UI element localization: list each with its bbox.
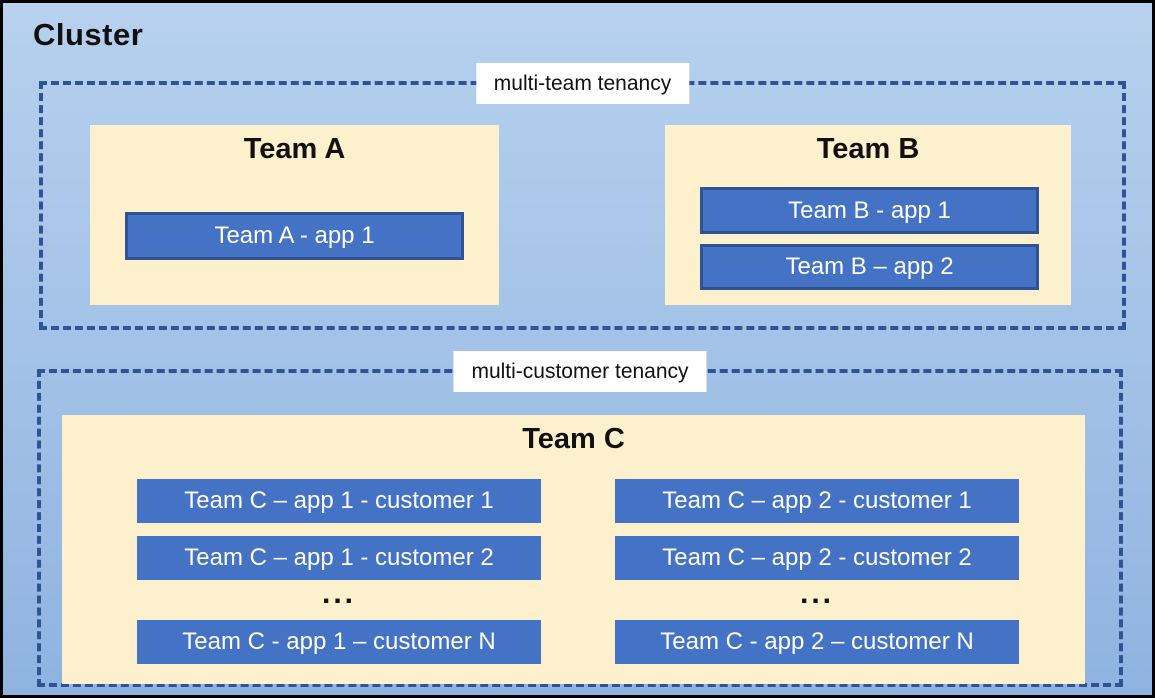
team-c-title: Team C xyxy=(522,423,625,455)
team-a-panel: Team A Team A - app 1 xyxy=(90,125,499,305)
team-c-app1-customerN-box: Team C - app 1 – customer N xyxy=(137,620,541,664)
team-b-panel: Team B Team B - app 1 Team B – app 2 xyxy=(665,125,1071,305)
team-a-app-1-box: Team A - app 1 xyxy=(125,212,464,260)
team-c-app2-customerN-box: Team C - app 2 – customer N xyxy=(615,620,1019,664)
team-c-app2-ellipsis: ... xyxy=(799,577,834,610)
multi-customer-section-label: multi-customer tenancy xyxy=(453,351,707,392)
multi-customer-section: multi-customer tenancy Team C Team C – a… xyxy=(37,351,1123,687)
team-a-title: Team A xyxy=(243,133,346,165)
multi-team-section: multi-team tenancy Team A Team A - app 1… xyxy=(39,63,1126,330)
team-c-panel: Team C Team C – app 1 - customer 1 Team … xyxy=(62,415,1085,684)
team-c-app2-customer1-box: Team C – app 2 - customer 1 xyxy=(615,479,1019,523)
team-c-app2-customer2-box: Team C – app 2 - customer 2 xyxy=(615,536,1019,580)
team-b-app-2-box: Team B – app 2 xyxy=(700,244,1039,290)
cluster-title: Cluster xyxy=(33,17,144,52)
team-b-title: Team B xyxy=(816,133,920,165)
team-c-app1-ellipsis: ... xyxy=(321,577,356,610)
team-c-app1-customer2-box: Team C – app 1 - customer 2 xyxy=(137,536,541,580)
team-b-app-1-box: Team B - app 1 xyxy=(700,187,1039,234)
multi-team-section-label: multi-team tenancy xyxy=(475,63,690,104)
team-c-app1-customer1-box: Team C – app 1 - customer 1 xyxy=(137,479,541,523)
